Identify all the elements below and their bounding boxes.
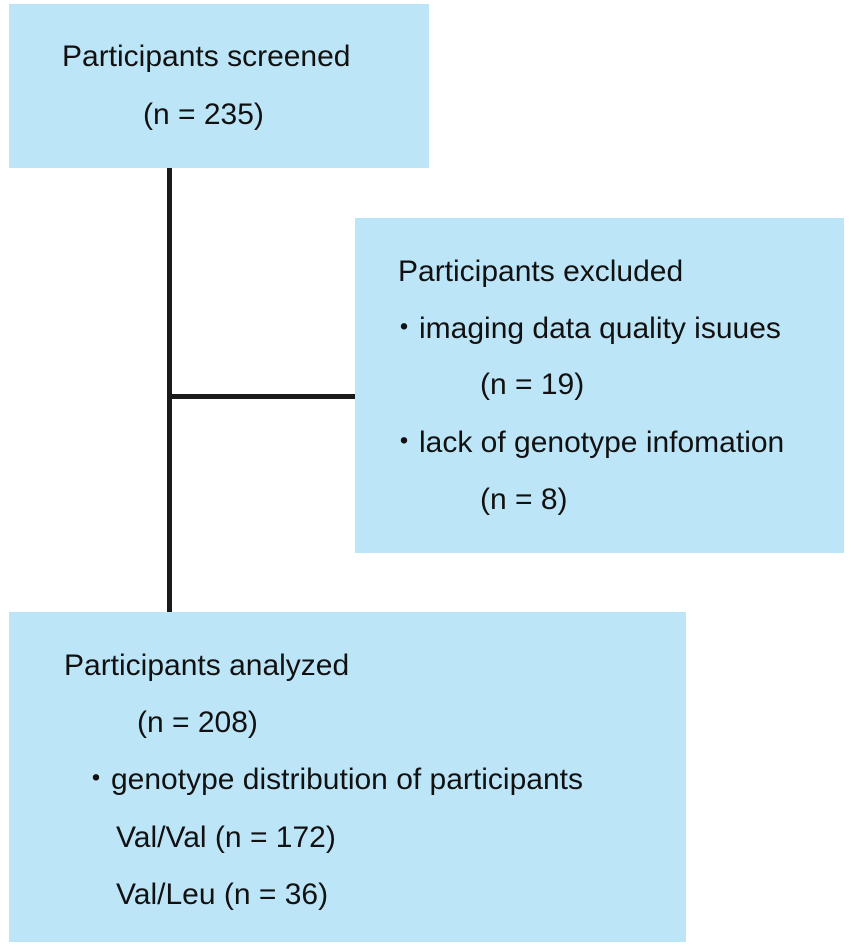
genotype-val-leu: Val/Leu (n = 36) [116,878,329,911]
connector-to-excluded [167,394,356,399]
excluded-reason-1-count: (n = 19) [480,368,585,401]
excluded-reason-1-label: imaging data quality isuues [419,312,781,345]
connector-vertical [167,168,172,613]
genotype-distribution-heading: ・genotype distribution of participants [81,763,583,797]
excluded-title: Participants excluded [398,255,684,288]
genotype-val-val: Val/Val (n = 172) [116,821,336,854]
excluded-reason-2: ・lack of genotype infomation [389,426,784,460]
screened-count: (n = 235) [143,98,264,131]
excluded-reason-2-label: lack of genotype infomation [419,426,785,459]
box-participants-screened: Participants screened (n = 235) [9,4,429,168]
screened-title: Participants screened [62,40,351,73]
excluded-reason-1: ・imaging data quality isuues [389,312,781,346]
bullet: ・ [389,426,419,459]
box-participants-excluded: Participants excluded ・imaging data qual… [355,218,844,553]
bullet: ・ [81,763,111,796]
analyzed-title: Participants analyzed [64,649,350,682]
excluded-reason-2-count: (n = 8) [480,483,568,516]
box-participants-analyzed: Participants analyzed (n = 208) ・genotyp… [9,612,686,942]
bullet: ・ [389,312,419,345]
genotype-distribution-label: genotype distribution of participants [111,763,583,796]
analyzed-count: (n = 208) [137,706,258,739]
